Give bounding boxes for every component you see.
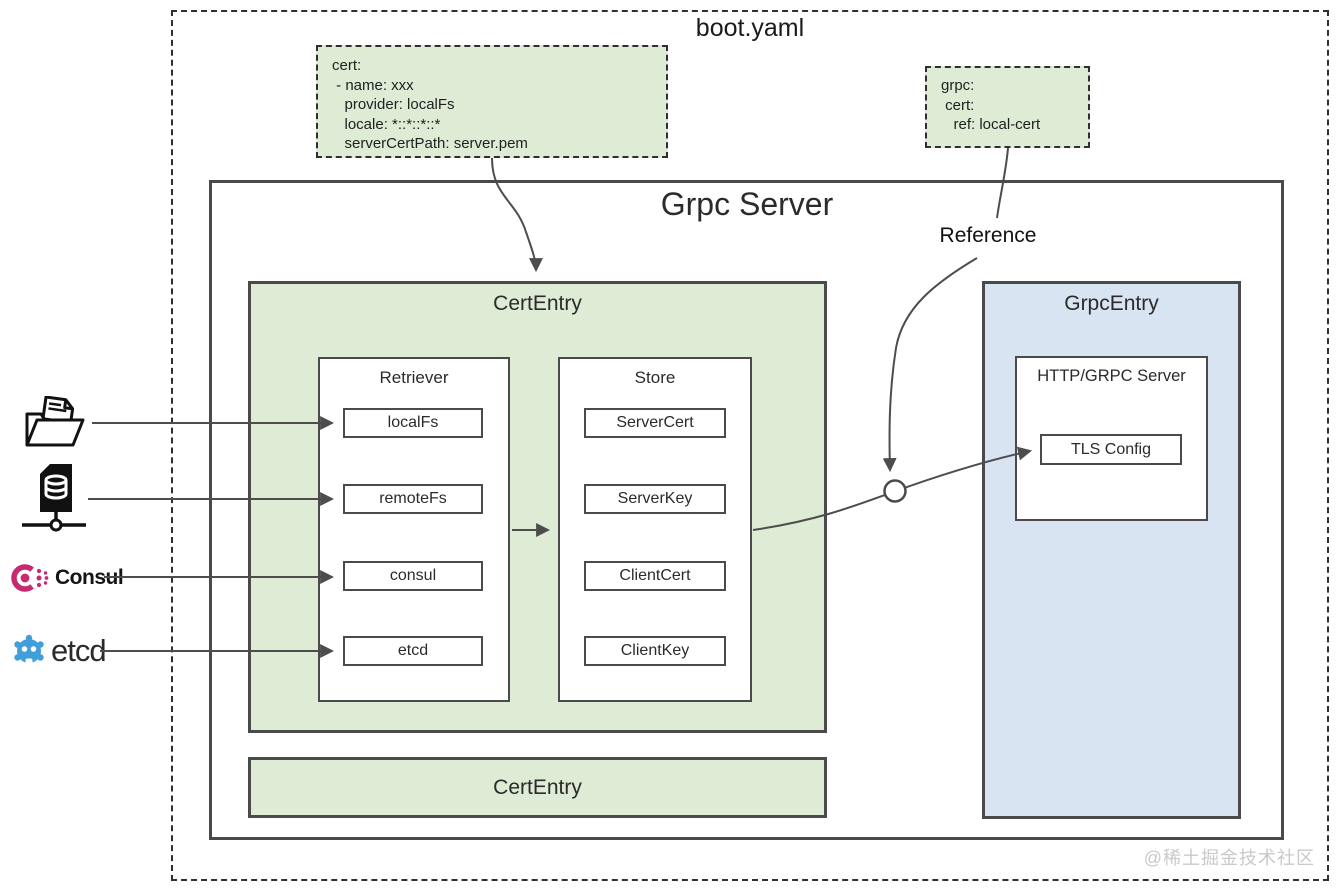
cert-entry-title: CertEntry — [493, 292, 582, 315]
cert-entry-bottom-title: CertEntry — [493, 775, 582, 799]
yaml-line: serverCertPath: server.pem — [332, 135, 528, 152]
yaml-line: - name: xxx — [332, 76, 414, 94]
store-item-servercert: ServerCert — [584, 408, 726, 438]
local-fs-source — [24, 396, 88, 448]
consul-source: Consul — [10, 559, 124, 597]
etcd-icon — [14, 634, 44, 668]
retriever-box: Retriever localFs remoteFs consul etcd — [318, 357, 510, 702]
yaml-line: cert: — [941, 96, 975, 114]
retriever-title: Retriever — [379, 368, 449, 387]
cert-entry-bottom-block: CertEntry — [248, 757, 827, 818]
grpc-server-frame — [209, 180, 1284, 840]
store-item-clientkey: ClientKey — [584, 636, 726, 666]
retriever-item-localfs: localFs — [343, 408, 483, 438]
etcd-label: etcd — [51, 633, 107, 668]
store-item-clientcert: ClientCert — [584, 561, 726, 591]
store-title: Store — [634, 368, 676, 387]
yaml-line: provider: localFs — [332, 96, 455, 113]
retriever-item-consul: consul — [343, 561, 483, 591]
retriever-item-remotefs: remoteFs — [343, 484, 483, 514]
yaml-line: locale: *::*::*::* — [332, 115, 441, 133]
store-box: Store ServerCert ServerKey ClientCert Cl… — [558, 357, 752, 702]
consul-icon — [11, 564, 49, 592]
yaml-cert-snippet: cert: - name: xxx provider: localFs loca… — [316, 45, 668, 158]
store-item-serverkey: ServerKey — [584, 484, 726, 514]
yaml-line: cert: — [332, 57, 362, 74]
grpc-entry-title: GrpcEntry — [1064, 292, 1159, 315]
retriever-item-etcd: etcd — [343, 636, 483, 666]
etcd-source: etcd — [10, 632, 107, 670]
grpc-server-title: Grpc Server — [660, 186, 834, 222]
yaml-line: ref: local-cert — [941, 116, 1041, 133]
yaml-grpc-snippet: grpc: cert: ref: local-cert — [925, 66, 1090, 148]
tls-config-box: TLS Config — [1040, 434, 1182, 465]
yaml-line: grpc: — [941, 77, 975, 94]
consul-label: Consul — [55, 566, 124, 589]
watermark: @稀土掘金技术社区 — [1143, 848, 1315, 868]
boot-yaml-frame — [171, 10, 1329, 881]
remote-file-db-icon — [22, 464, 86, 532]
folder-file-icon — [25, 396, 85, 447]
http-grpc-server-title: HTTP/GRPC Server — [1037, 367, 1186, 385]
remote-fs-source — [20, 464, 88, 534]
reference-label: Reference — [939, 224, 1037, 247]
boot-yaml-title: boot.yaml — [695, 14, 805, 42]
